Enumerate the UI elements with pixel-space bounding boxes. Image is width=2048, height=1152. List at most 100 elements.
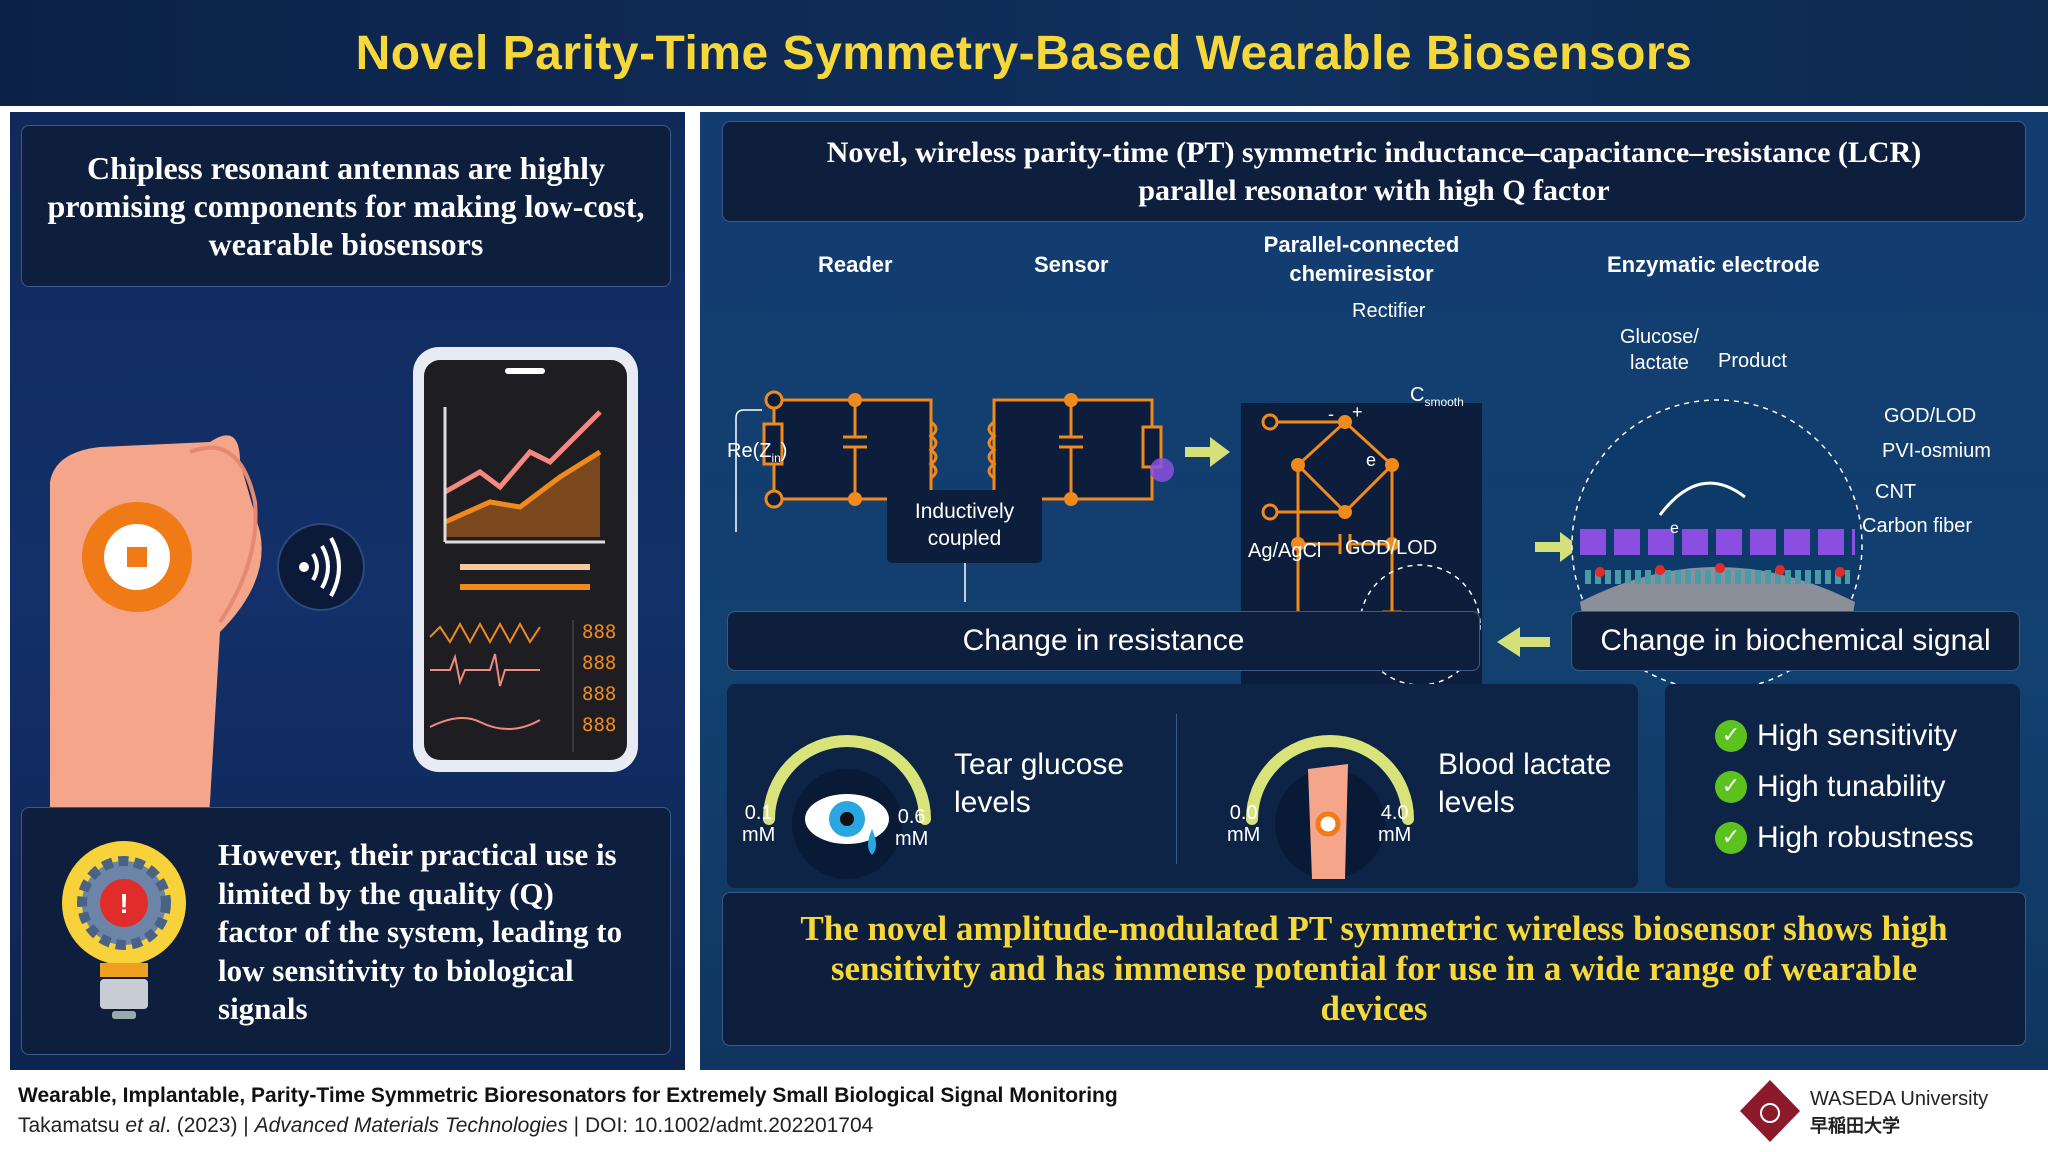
c-smooth-label: Csmooth — [1410, 384, 1464, 409]
wearable-illustration — [50, 347, 650, 912]
conclusion-box: The novel amplitude-modulated PT symmetr… — [722, 892, 2026, 1046]
tear-max-unit: mM — [895, 828, 929, 850]
feature-label: High tunability — [1757, 769, 1946, 803]
logo-japanese: 早稲田大学 — [1810, 1116, 1900, 1136]
lightbulb-gear-warning-icon: ! — [62, 841, 186, 1019]
resonator-title: Novel, wireless parity-time (PT) symmetr… — [826, 135, 1922, 207]
plus-label: + — [1352, 402, 1363, 422]
lactate-min-unit: mM — [1227, 824, 1261, 846]
svg-text:!: ! — [119, 888, 128, 919]
electrode-label-pvi-osmium: PVI-osmium — [1882, 440, 1991, 462]
resonator-title-box: Novel, wireless parity-time (PT) symmetr… — [722, 121, 2026, 222]
feature-item: ✓ High robustness — [1715, 812, 2020, 863]
sensor-circuit — [987, 398, 1163, 501]
re-z-sub: in — [771, 451, 781, 465]
waseda-logo-icon — [1740, 1080, 1800, 1142]
wireless-signal-icon — [277, 523, 365, 611]
divider — [1176, 714, 1177, 864]
phone-readouts: 888 888 888 888 — [582, 617, 622, 741]
lactate-text: lactate — [1630, 352, 1689, 374]
right-panel: Novel, wireless parity-time (PT) symmetr… — [700, 112, 2048, 1070]
feature-item: ✓ High sensitivity — [1715, 710, 2020, 761]
left-panel: Chipless resonant antennas are highly pr… — [10, 112, 685, 1070]
re-z-text: Re(Z — [727, 440, 772, 462]
electrode-label-cnt: CNT — [1875, 481, 1917, 503]
tear-label-1: Tear glucose — [954, 748, 1125, 781]
tear-max-value: 0.6 — [897, 806, 926, 828]
logo-english: WASEDA University — [1810, 1088, 1989, 1110]
product-label: Product — [1718, 350, 1787, 372]
reader-label: Reader — [818, 252, 893, 277]
page-title: Novel Parity-Time Symmetry-Based Wearabl… — [355, 26, 1693, 80]
enzyme-icon — [1150, 458, 1174, 482]
conclusion-text: The novel amplitude-modulated PT symmetr… — [800, 909, 1948, 1028]
reader-nodes — [848, 393, 862, 506]
lactate-min-value: 0.0 — [1229, 802, 1258, 824]
doi[interactable]: | DOI: 10.1002/admt.202201704 — [567, 1114, 874, 1137]
smartphone-chart-icon — [410, 347, 650, 894]
readout: 888 — [582, 621, 617, 643]
electrode-label-god-lod: GOD/LOD — [1884, 405, 1977, 427]
reader-circuit — [762, 398, 938, 501]
chemiresistor-title: Parallel-connected chemiresistor — [1263, 232, 1460, 286]
features-panel: ✓High sensitivity ✓High tunability ✓High… — [1665, 684, 2020, 888]
glucose-text: Glucose/ — [1620, 326, 1699, 348]
authors: Takamatsu — [18, 1114, 120, 1137]
tear-glucose-gauge — [763, 735, 931, 879]
electrode-label-carbon-fiber: Carbon fiber — [1862, 515, 1973, 537]
et-al: et al — [125, 1114, 166, 1137]
citation: Takamatsu et al. (2023) | Advanced Mater… — [18, 1114, 873, 1138]
paper-title: Wearable, Implantable, Parity-Time Symme… — [18, 1084, 1118, 1107]
lactate-max-unit: mM — [1378, 824, 1412, 846]
inductively-coupled-label: Inductively coupled — [887, 490, 1042, 563]
readout: 888 — [582, 683, 617, 705]
minus-label: - — [1328, 404, 1334, 424]
readout: 888 — [582, 652, 617, 674]
change-in-resistance: Change in resistance — [727, 611, 1480, 671]
lactate-label-2: levels — [1438, 786, 1515, 819]
electron-label: e — [1366, 450, 1377, 470]
year: . (2023) | — [165, 1114, 255, 1137]
feature-item: ✓High tunability — [1715, 761, 2020, 812]
reader-terminal — [764, 390, 784, 410]
arrow-right-icon — [1185, 437, 1230, 467]
lactate-label-1: Blood lactate — [1438, 748, 1612, 781]
arrow-left-icon — [1497, 627, 1550, 657]
sensor-label: Sensor — [1034, 252, 1109, 277]
re-z-label: Re(Zin) — [727, 440, 787, 465]
reader-terminal — [764, 489, 784, 509]
limitation-text: However, their practical use is limited … — [218, 837, 623, 1026]
electrode-title: Enzymatic electrode — [1607, 252, 1820, 277]
glucose-lactate-label: Glucose/lactate — [1620, 324, 1699, 376]
lactate-max-value: 4.0 — [1380, 802, 1409, 824]
c-text: C — [1410, 384, 1425, 406]
feature-label: High robustness — [1757, 820, 1974, 854]
footer: Wearable, Implantable, Parity-Time Symme… — [0, 1070, 2048, 1152]
feature-label: High sensitivity — [1757, 718, 1958, 752]
journal[interactable]: Advanced Materials Technologies — [254, 1114, 568, 1137]
blood-lactate-label: Blood lactate levels — [1438, 746, 1611, 822]
limitation-box: ! However, their practical use is limite… — [21, 807, 671, 1055]
readout: 888 — [582, 714, 617, 736]
re-z-close: ) — [780, 440, 788, 462]
c-sub: smooth — [1424, 395, 1464, 409]
god-lod-label: GOD/LOD — [1345, 537, 1438, 559]
arrow-right-icon — [1535, 532, 1580, 562]
wrist-sensor-icon — [50, 435, 262, 912]
blood-lactate-gauge — [1246, 735, 1414, 879]
header: Novel Parity-Time Symmetry-Based Wearabl… — [0, 0, 2048, 106]
tear-min-unit: mM — [742, 824, 776, 846]
electrode-electron-label: e — [1670, 520, 1679, 537]
ag-agcl-label: Ag/AgCl — [1248, 540, 1322, 562]
check-icon: ✓ — [1715, 719, 1747, 752]
check-icon: ✓ — [1715, 821, 1747, 854]
intro-text: Chipless resonant antennas are highly pr… — [47, 150, 645, 262]
change-in-biochemical-signal: Change in biochemical signal — [1571, 611, 2020, 671]
tear-min-value: 0.1 — [744, 802, 773, 824]
